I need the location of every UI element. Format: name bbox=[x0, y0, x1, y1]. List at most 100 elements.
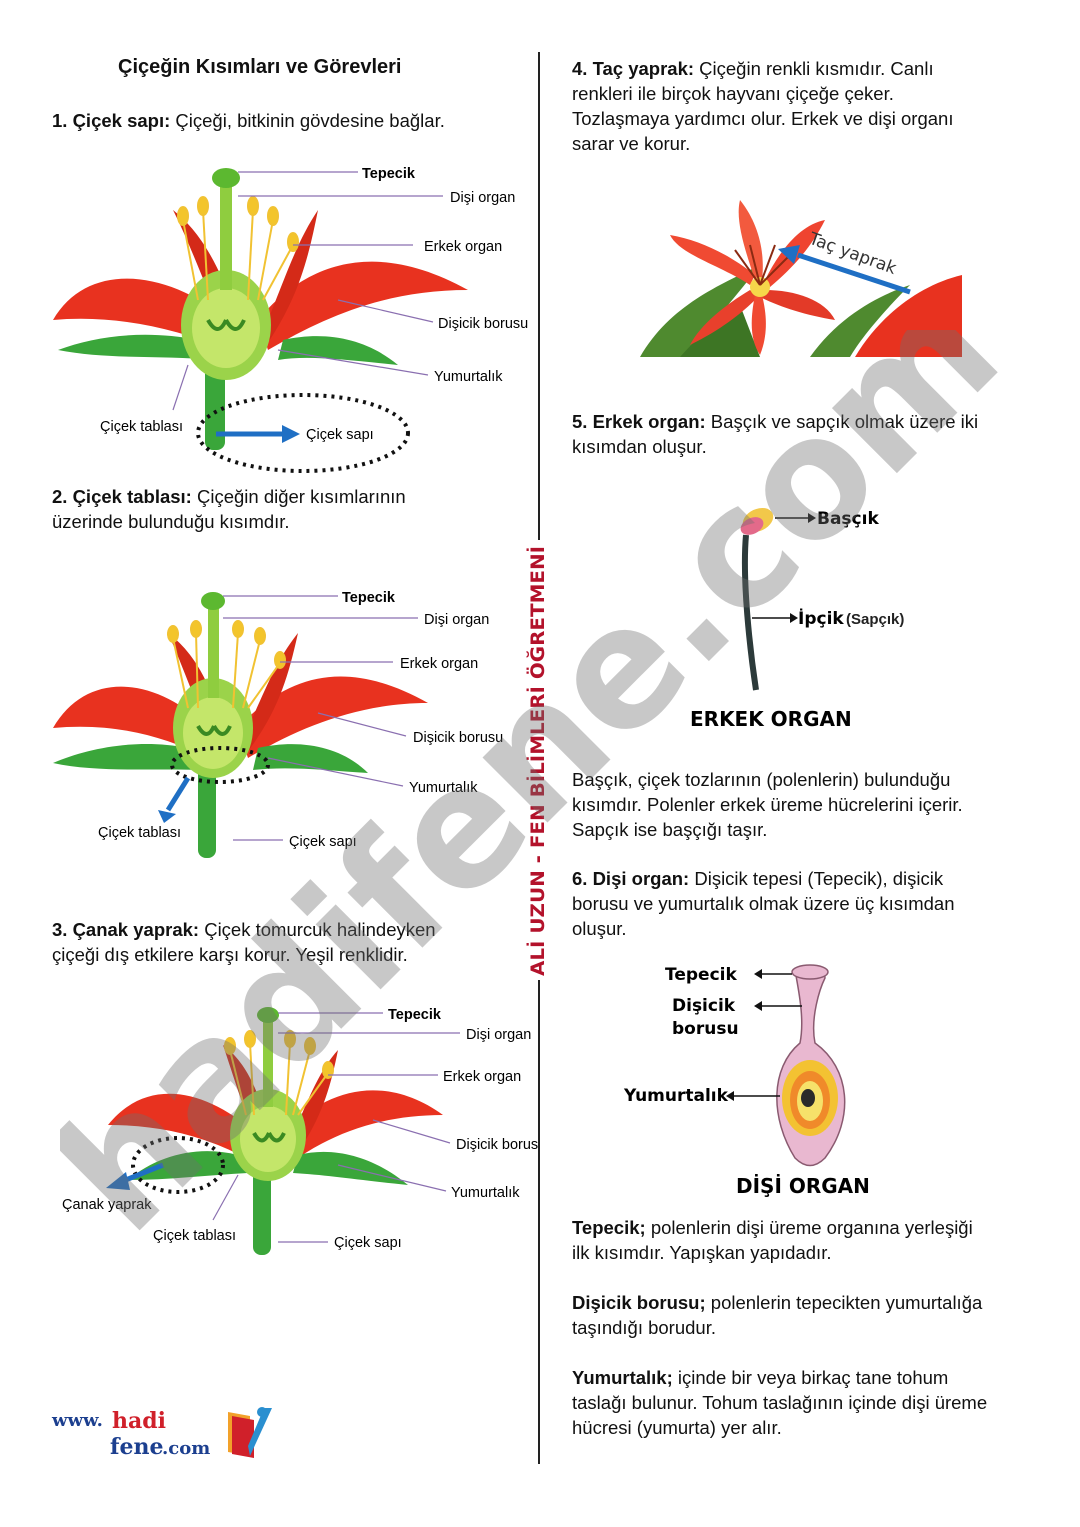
section-1-text: Çiçeği, bitkinin gövdesine bağlar. bbox=[170, 110, 445, 131]
flower-diagram-3: Tepecik Dişi organ Erkek organ Dişicik b… bbox=[62, 1007, 538, 1255]
section-5-text: Başçık ve sapçık olmak üzere iki bbox=[705, 411, 979, 432]
section-2-text: Çiçeğin diğer kısımlarının bbox=[191, 486, 406, 507]
logo-fene: fene bbox=[110, 1434, 163, 1460]
label-ipcik: İpçik bbox=[798, 607, 844, 629]
yumurtalik-text-3: hücresi (yumurta) yer alır. bbox=[572, 1417, 782, 1438]
section-2: 2. Çiçek tablası: Çiçeğin diğer kısımlar… bbox=[52, 484, 406, 534]
pistil-illustration bbox=[776, 964, 846, 1167]
section-1: 1. Çiçek sapı: Çiçeği, bitkinin gövdesin… bbox=[52, 108, 445, 133]
section-3-text-2: çiçeği dış etkilere karşı korur. Yeşil r… bbox=[52, 944, 408, 965]
tepecik-text: polenlerin dişi üreme organına yerleşiği bbox=[645, 1217, 973, 1238]
highlight-circle bbox=[170, 746, 270, 784]
label-disicik-borusu: Dişicik borusu bbox=[438, 316, 528, 332]
erkek-organ-title: ERKEK ORGAN bbox=[690, 707, 852, 731]
yumurtalik-text: içinde bir veya birkaç tane tohum bbox=[672, 1367, 949, 1388]
section-5: 5. Erkek organ: Başçık ve sapçık olmak ü… bbox=[572, 409, 978, 459]
yumurtalik-heading: Yumurtalık; bbox=[572, 1367, 673, 1388]
tac-yaprak-image: Taç yaprak bbox=[640, 195, 962, 357]
section-4: 4. Taç yaprak: Çiçeğin renkli kısmıdır. … bbox=[572, 56, 953, 156]
lily-flower bbox=[670, 200, 835, 355]
borusu-text: polenlerin tepecikten yumurtalığa bbox=[705, 1292, 983, 1313]
label-tepecik: Tepecik bbox=[362, 166, 416, 182]
label-disicik-borusu: Dişicik borusu bbox=[456, 1137, 538, 1153]
section-5-detail: Başçık, çiçek tozlarının (polenlerin) bu… bbox=[572, 767, 963, 842]
label-yumurtalik: Yumurtalık bbox=[451, 1185, 520, 1201]
section-5-detail-3: Sapçık ise başçığı taşır. bbox=[572, 819, 768, 840]
borusu-text-2: taşındığı borudur. bbox=[572, 1317, 716, 1338]
section-6-text-2: borusu ve yumurtalık olmak üzere üç kısı… bbox=[572, 893, 955, 914]
label-bascik: Başçık bbox=[817, 509, 879, 529]
section-2-text-2: üzerinde bulunduğu kısımdır. bbox=[52, 511, 290, 532]
arrow-icon bbox=[778, 245, 911, 295]
flower-illustration bbox=[53, 168, 468, 450]
tepecik-heading: Tepecik; bbox=[572, 1217, 646, 1238]
label-cicek-tablasi: Çiçek tablası bbox=[153, 1228, 236, 1244]
label-tepecik: Tepecik bbox=[388, 1007, 442, 1023]
section-5-detail-1: Başçık, çiçek tozlarının (polenlerin) bu… bbox=[572, 769, 951, 790]
hadifene-logo: www. hadi fene .com bbox=[51, 1407, 272, 1460]
author-sidebar-text: ALİ UZUN - FEN BİLİMLERİ ÖĞRETMENİ bbox=[525, 546, 549, 976]
book-icon bbox=[228, 1407, 272, 1458]
arrow-icon bbox=[106, 1162, 164, 1190]
section-2-heading: 2. Çiçek tablası: bbox=[52, 486, 192, 507]
section-5-detail-2: kısımdır. Polenler erkek üreme hücreleri… bbox=[572, 794, 963, 815]
label-erkek-organ: Erkek organ bbox=[443, 1069, 521, 1085]
tepecik-desc: Tepecik; polenlerin dişi üreme organına … bbox=[572, 1215, 973, 1265]
borusu-heading: Dişicik borusu; bbox=[572, 1292, 706, 1313]
label-cicek-sapi: Çiçek sapı bbox=[334, 1235, 402, 1251]
logo-com: .com bbox=[162, 1438, 210, 1459]
disi-organ-title: DİŞİ ORGAN bbox=[736, 1174, 870, 1198]
section-5-heading: 5. Erkek organ: bbox=[572, 411, 706, 432]
tepecik-text-2: ilk kısımdır. Yapışkan yapıdadır. bbox=[572, 1242, 832, 1263]
arrow-icon bbox=[158, 776, 191, 823]
section-4-heading: 4. Taç yaprak: bbox=[572, 58, 695, 79]
label-yumurtalik: Yumurtalık bbox=[434, 369, 503, 385]
label-erkek-organ: Erkek organ bbox=[400, 656, 478, 672]
label-disi-organ: Dişi organ bbox=[466, 1027, 531, 1043]
section-6-text-3: oluşur. bbox=[572, 918, 627, 939]
erkek-organ-diagram: Başçık İpçik (Sapçık) ERKEK ORGAN bbox=[690, 507, 904, 731]
label-disi-organ: Dişi organ bbox=[424, 612, 489, 628]
label-tepecik: Tepecik bbox=[342, 590, 396, 606]
label-cicek-sapi: Çiçek sapı bbox=[306, 427, 374, 443]
flower-illustration bbox=[53, 592, 428, 858]
label-disi-yumurtalik: Yumurtalık bbox=[623, 1086, 729, 1106]
label-cicek-tablasi: Çiçek tablası bbox=[98, 825, 181, 841]
logo-hadi: hadi bbox=[112, 1408, 166, 1434]
section-4-text-2: renkleri ile birçok hayvanı çiçeğe çeker… bbox=[572, 83, 894, 104]
author-sidebar: ALİ UZUN - FEN BİLİMLERİ ÖĞRETMENİ bbox=[525, 540, 551, 980]
logo-www: www. bbox=[51, 1410, 103, 1431]
label-disicik-borusu: Dişicik borusu bbox=[413, 730, 503, 746]
highlight-circle bbox=[196, 393, 410, 473]
label-disi-organ: Dişi organ bbox=[450, 190, 515, 206]
label-yumurtalik: Yumurtalık bbox=[409, 780, 478, 796]
disi-organ-diagram: Tepecik Dişicik borusu Yumurtalık DİŞİ O… bbox=[623, 964, 870, 1198]
section-4-text-4: sarar ve korur. bbox=[572, 133, 691, 154]
label-sapcik: (Sapçık) bbox=[846, 611, 904, 628]
section-3: 3. Çanak yaprak: Çiçek tomurcuk halindey… bbox=[52, 917, 436, 967]
label-disi-tepecik: Tepecik bbox=[665, 965, 737, 985]
section-6-text: Dişicik tepesi (Tepecik), dişicik bbox=[689, 868, 944, 889]
flower-diagram-2: Tepecik Dişi organ Erkek organ Dişicik b… bbox=[53, 590, 503, 858]
section-1-heading: 1. Çiçek sapı: bbox=[52, 110, 171, 131]
section-4-text: Çiçeğin renkli kısmıdır. Canlı bbox=[694, 58, 934, 79]
flower-diagram-1: Tepecik Dişi organ Erkek organ Dişicik b… bbox=[53, 166, 528, 473]
highlight-circle bbox=[131, 1136, 225, 1194]
borusu-desc: Dişicik borusu; polenlerin tepecikten yu… bbox=[572, 1290, 982, 1340]
arrow-icon bbox=[216, 425, 300, 443]
section-3-heading: 3. Çanak yaprak: bbox=[52, 919, 200, 940]
label-disi-disicik: Dişicik bbox=[672, 996, 736, 1016]
stamen-illustration bbox=[740, 507, 774, 691]
yumurtalik-desc: Yumurtalık; içinde bir veya birkaç tane … bbox=[572, 1365, 987, 1440]
label-canak-yaprak: Çanak yaprak bbox=[62, 1197, 152, 1213]
section-3-text: Çiçek tomurcuk halindeyken bbox=[199, 919, 436, 940]
label-cicek-tablasi: Çiçek tablası bbox=[100, 419, 183, 435]
label-erkek-organ: Erkek organ bbox=[424, 239, 502, 255]
label-cicek-sapi: Çiçek sapı bbox=[289, 834, 357, 850]
label-disi-borusu: borusu bbox=[672, 1019, 739, 1039]
yumurtalik-text-2: taslağı bulunur. Tohum taslağının içinde… bbox=[572, 1392, 988, 1413]
section-6: 6. Dişi organ: Dişicik tepesi (Tepecik),… bbox=[572, 866, 955, 941]
section-4-text-3: Tozlaşmaya yardımcı olur. Erkek ve dişi … bbox=[572, 108, 954, 129]
flower-illustration bbox=[108, 1007, 443, 1255]
section-5-text-2: kısımdan oluşur. bbox=[572, 436, 707, 457]
